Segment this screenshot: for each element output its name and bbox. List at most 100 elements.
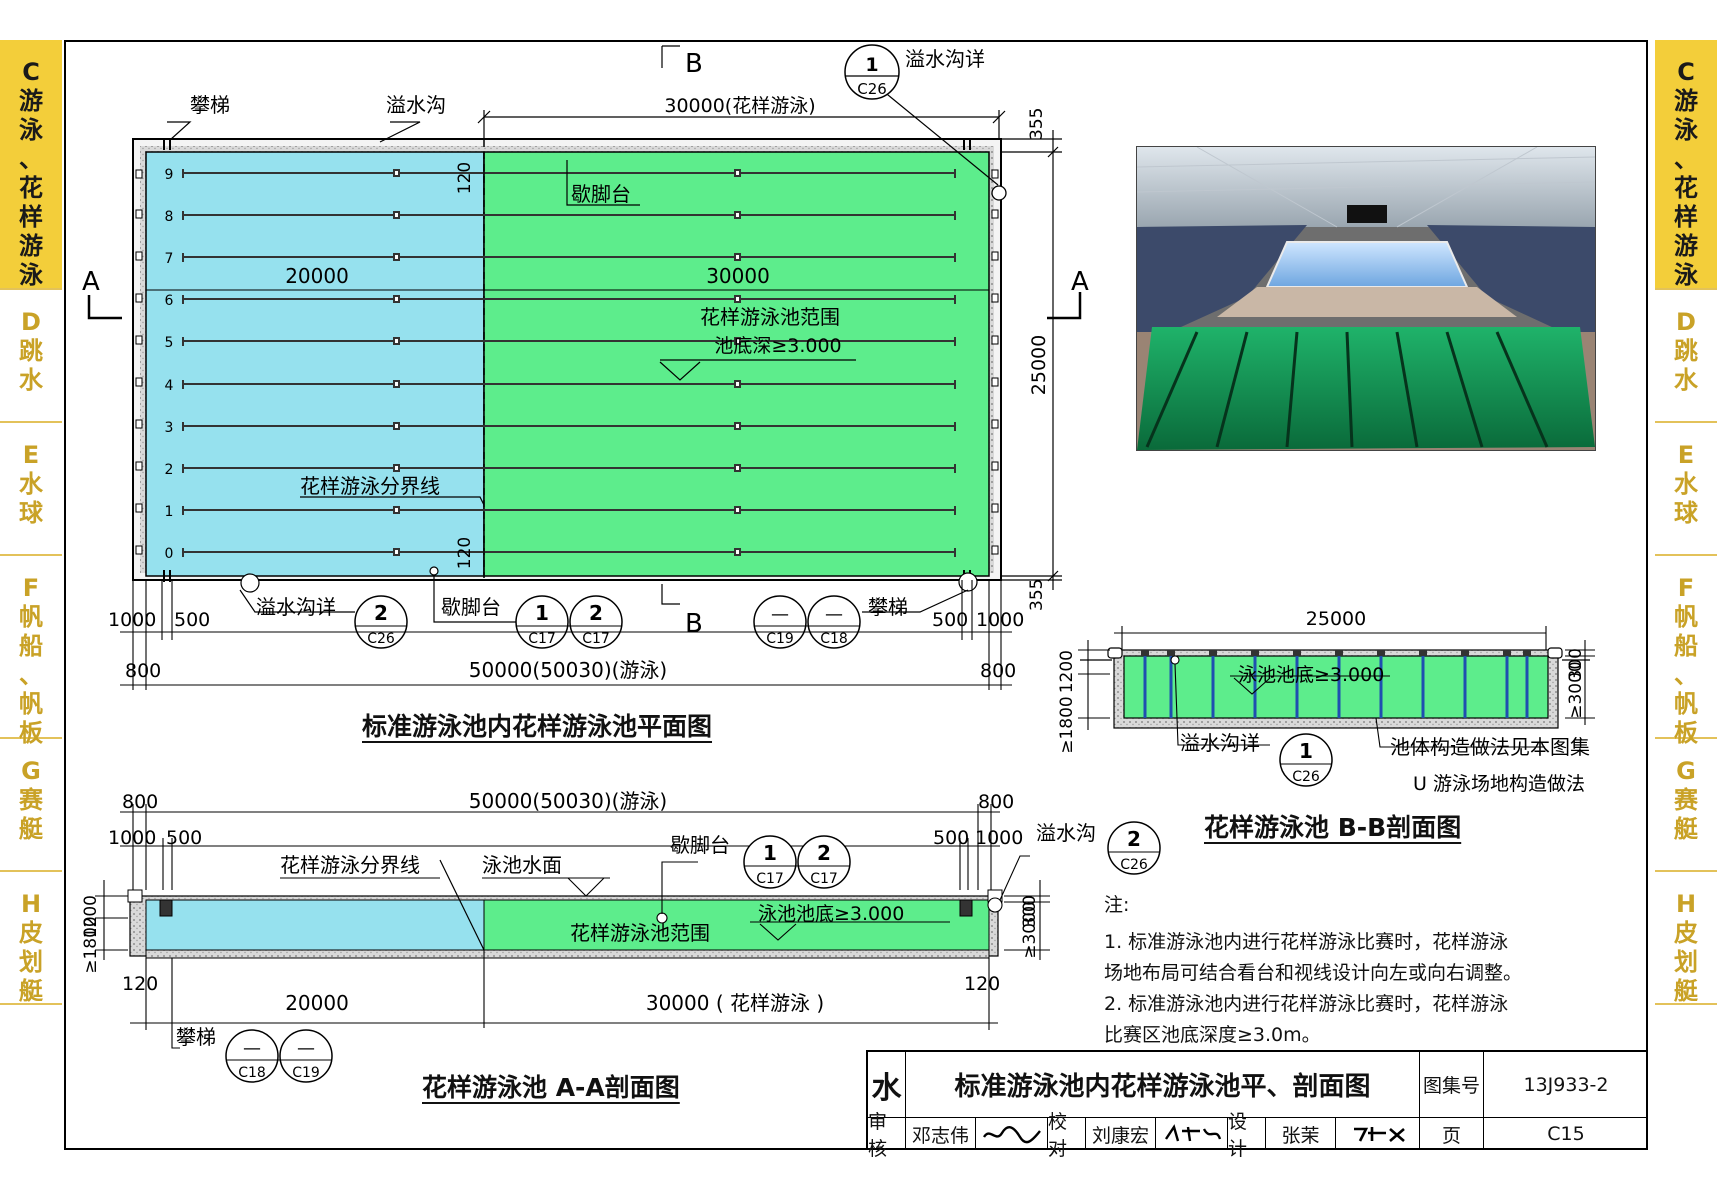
svg-text:1: 1 [1299, 739, 1313, 763]
drawing-title: 标准游泳池内花样游泳池平、剖面图 [906, 1052, 1420, 1118]
ladder-callout-label: 攀梯 [868, 595, 908, 619]
dim-1000-right: 1000 [976, 609, 1024, 631]
dim-355-top: 355 [1027, 108, 1047, 140]
section-tab-char: 赛 [1674, 786, 1698, 814]
detail-callout-top: 1 C26 [844, 44, 900, 100]
note-line: 比赛区池底深度≥3.0m。 [1104, 1024, 1321, 1046]
design-signature [1336, 1118, 1420, 1150]
bb-dim-width: 25000 [1306, 608, 1366, 630]
check-label: 校对 [1048, 1111, 1086, 1160]
page-label: 页 [1420, 1118, 1484, 1150]
aa-dim-500-left: 500 [166, 827, 202, 849]
aa-kick-label: 歇脚台 [670, 833, 730, 857]
title-block: 水 标准游泳池内花样游泳池平、剖面图 图集号 13J933-2 审核 邓志伟 校… [866, 1050, 1648, 1160]
section-tab-char: 游 [19, 87, 43, 115]
section-tab-char: F [22, 574, 40, 602]
bb-overflow-label: 溢水沟详 [1180, 731, 1260, 755]
ladder-label: 攀梯 [190, 93, 230, 117]
dim-left-20000: 20000 [285, 264, 349, 288]
aa-depth: 泳池池底≥3.000 [758, 903, 904, 925]
dim-height-25000: 25000 [1028, 335, 1050, 395]
aa-ladder-label: 攀梯 [176, 1025, 216, 1049]
section-tab-char: G [1676, 757, 1696, 785]
svg-text:C17: C17 [756, 871, 784, 887]
section-tab-char: 、 [1674, 145, 1698, 173]
synchro-zone-depth: 池底深≥3.000 [714, 335, 841, 357]
bb-u-note: U 游泳场地构造做法 [1413, 773, 1585, 795]
section-tab-char: 皮 [19, 919, 43, 947]
section-tab-char: 、 [1674, 661, 1698, 689]
section-tab-char: H [20, 890, 42, 918]
bb-section: 25000 1200 ≥1800 [1057, 608, 1595, 795]
section-tab-char: 船 [1674, 632, 1698, 660]
aa-zone-label: 花样游泳池范围 [570, 921, 710, 945]
atlas-number: 13J933-2 [1484, 1052, 1648, 1118]
ladder-callout: — — C19 C18 [753, 595, 861, 649]
overflow-label: 溢水沟 [386, 93, 446, 117]
section-b-bottom: B [685, 609, 703, 639]
section-tab-char: 泳 [19, 116, 43, 144]
aa-dim-800-left: 800 [122, 791, 158, 813]
bb-dim-3000: ≥3000 [1566, 661, 1586, 719]
lane-number: 7 [165, 251, 174, 267]
section-tab-char: 花 [1674, 174, 1698, 202]
section-tab-char: 泳 [1674, 261, 1698, 289]
lane-number: 5 [165, 335, 174, 351]
section-tab-char: 跳 [19, 337, 43, 365]
bb-dim-300: 300 [1566, 648, 1586, 680]
natatorium-photo [1136, 146, 1596, 451]
plan-synchro-zone [483, 151, 990, 577]
svg-text:2: 2 [589, 601, 603, 625]
section-tab-char: 帆 [1674, 603, 1698, 631]
check-signature [1156, 1118, 1228, 1150]
section-tab-char: 游 [1674, 87, 1698, 115]
section-tab-char: 泳 [19, 261, 43, 289]
svg-text:C26: C26 [857, 80, 887, 98]
dim-total-plan: 50000(50030)(游泳) [469, 658, 667, 682]
synchro-zone-title: 花样游泳池范围 [700, 305, 840, 329]
bb-depth: 泳池池底≥3.000 [1238, 664, 1384, 686]
svg-text:C18: C18 [820, 631, 848, 647]
section-tab-char: C [22, 58, 40, 86]
aa-ladder-callout: — — C18 C19 [225, 1029, 333, 1083]
aa-dim-1000-right: 1000 [975, 827, 1023, 849]
section-tab-char: 帆 [19, 603, 43, 631]
svg-text:—: — [297, 1038, 315, 1059]
svg-text:C18: C18 [238, 1065, 266, 1081]
section-tab-char: 赛 [19, 786, 43, 814]
aa-overflow-callout: 2 C26 [1107, 821, 1161, 875]
svg-text:C19: C19 [292, 1065, 320, 1081]
notes: 注: 1. 标准游泳池内进行花样游泳比赛时，花样游泳 场地布局可结合看台和视线设… [1104, 890, 1624, 1051]
bb-body-note: 池体构造做法见本图集 [1390, 735, 1590, 759]
drawing-frame [64, 40, 1648, 1150]
section-tab-char: D [21, 308, 41, 336]
aa-dim-1200: 1200 [81, 895, 101, 938]
section-tab-char: E [22, 441, 40, 469]
bb-overflow-callout: 1 C26 [1279, 733, 1333, 787]
section-tab-char: 艇 [1674, 977, 1698, 1005]
svg-text:2: 2 [817, 841, 831, 865]
section-tab-char: 板 [1674, 719, 1698, 747]
page-number: C15 [1547, 1123, 1585, 1145]
lane-number: 9 [165, 167, 174, 183]
dim-right-30000: 30000 [706, 264, 770, 288]
svg-text:C26: C26 [1120, 857, 1148, 873]
title-category: 水 [868, 1052, 906, 1118]
overflow-detail-label: 溢水沟详 [905, 47, 985, 71]
section-tab-char: 泳 [1674, 116, 1698, 144]
lane-number: 0 [165, 546, 174, 562]
dim-120-top: 120 [455, 162, 475, 194]
